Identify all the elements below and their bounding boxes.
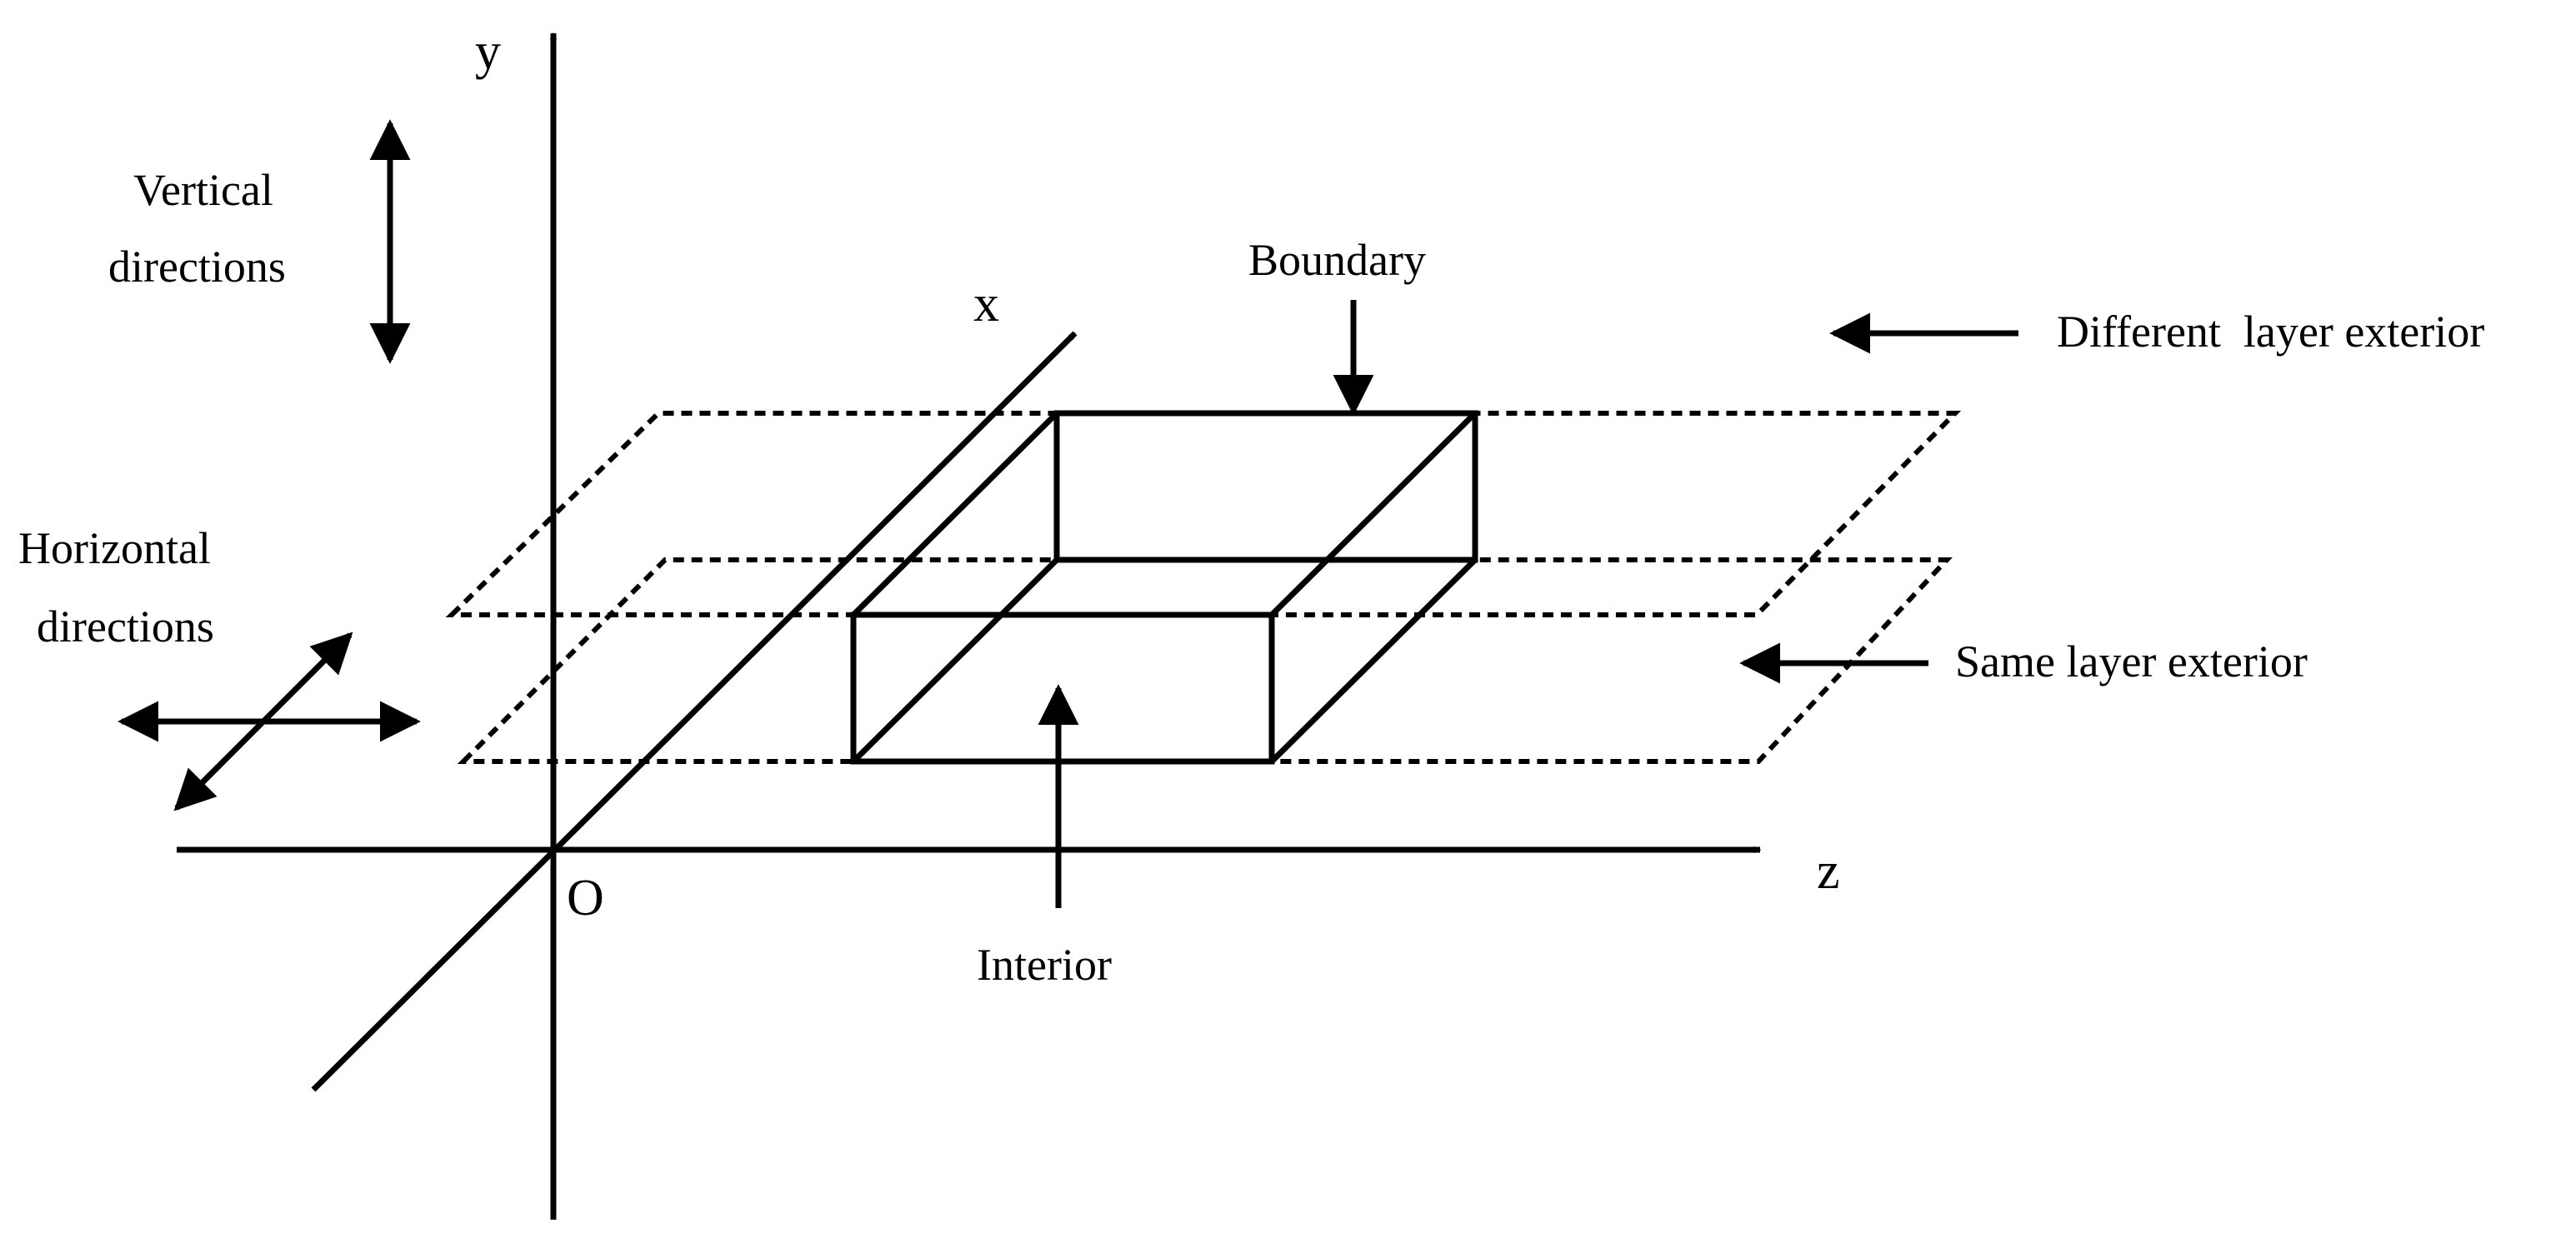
x-axis [311, 331, 1078, 1092]
same-layer-exterior-label: Same layer exterior [1955, 636, 2308, 686]
vertical-directions-label-line1: Vertical [133, 165, 273, 215]
upper-layer-plane [445, 411, 1962, 617]
y-axis-label: y [475, 23, 501, 80]
box-front-face [850, 612, 1275, 765]
z-axis-label: z [1817, 843, 1840, 900]
box-edge-top-right [1269, 411, 1478, 617]
box-edge-bottom-right [1269, 557, 1478, 764]
origin-label: O [567, 870, 604, 926]
horizontal-directions-label-line2: directions [37, 602, 214, 651]
vertical-directions-label-line2: directions [108, 242, 286, 292]
x-axis-label: x [973, 276, 999, 332]
horizontal-directions-label-line1: Horizontal [18, 523, 211, 573]
object-box [850, 410, 1478, 765]
horizontal-direction-arrow-x [173, 631, 353, 811]
box-top-back-face [1053, 410, 1478, 563]
lower-layer-plane [457, 557, 1953, 764]
interior-label: Interior [977, 940, 1112, 990]
box-edge-bottom-left [851, 557, 1059, 764]
different-layer-exterior-label: Different layer exterior [2057, 307, 2484, 357]
boundary-label: Boundary [1248, 235, 1426, 285]
box-edge-top-left [851, 411, 1059, 617]
